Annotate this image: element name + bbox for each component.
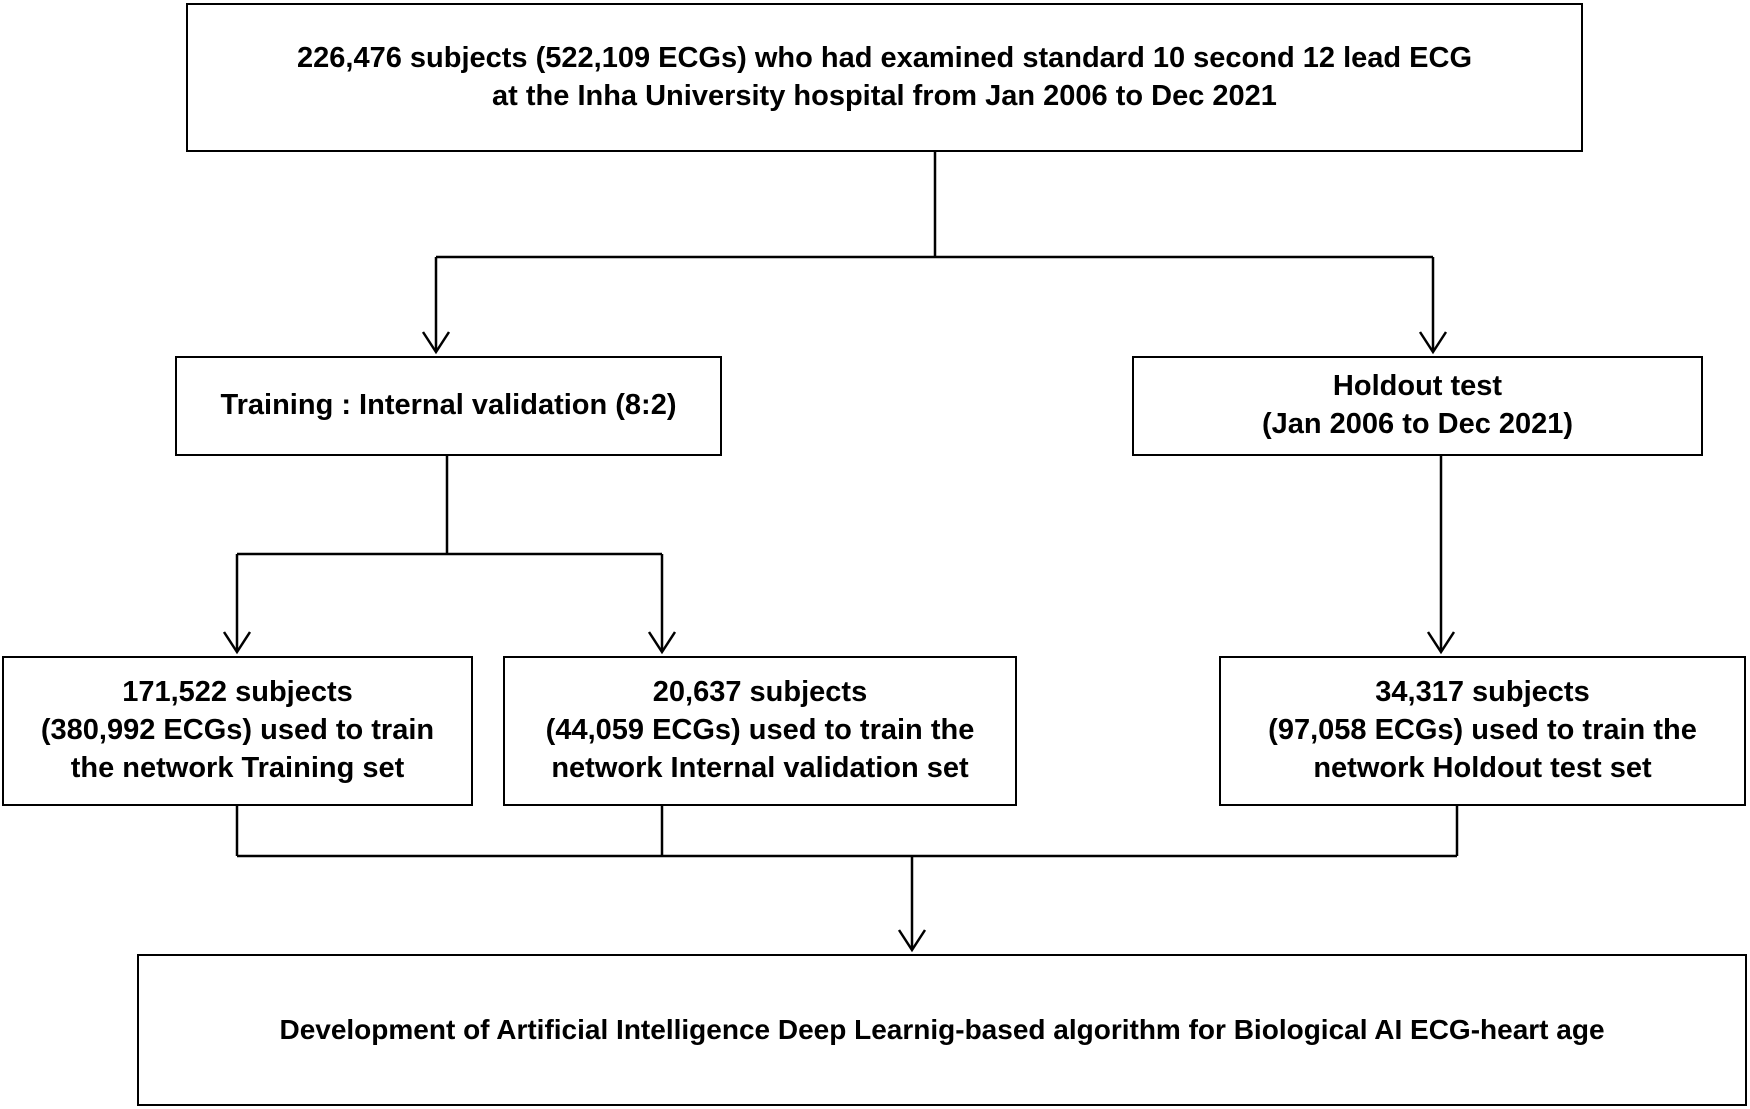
source-population-box: 226,476 subjects (522,109 ECGs) who had …: [186, 3, 1583, 152]
outcome-box: Development of Artificial Intelligence D…: [137, 954, 1747, 1106]
source-population-line2: at the Inha University hospital from Jan…: [492, 79, 1277, 112]
arrowhead-holdout-split: [1418, 331, 1448, 355]
holdout-split-line2: (Jan 2006 to Dec 2021): [1261, 408, 1574, 440]
validation-set-box: 20,637 subjects (44,059 ECGs) used to tr…: [503, 656, 1017, 806]
holdout-split-line1: Holdout test: [1332, 370, 1503, 403]
holdout-split-box: Holdout test (Jan 2006 to Dec 2021): [1132, 356, 1703, 456]
validation-set-line3: network Internal validation set: [551, 751, 969, 784]
training-set-line2: (380,992 ECGs) used to train: [40, 714, 435, 747]
training-set-box: 171,522 subjects (380,992 ECGs) used to …: [2, 656, 473, 806]
arrowhead-training-split: [421, 331, 451, 355]
validation-set-line2: (44,059 ECGs) used to train the: [545, 714, 975, 747]
holdout-set-line2: (97,058 ECGs) used to train the: [1268, 714, 1697, 747]
arrowhead-training-set: [222, 631, 252, 655]
holdout-set-line1: 34,317 subjects: [1375, 676, 1590, 709]
arrowhead-outcome: [897, 929, 927, 953]
training-validation-split-box: Training : Internal validation (8:2): [175, 356, 722, 456]
holdout-set-line3: network Holdout test set: [1313, 751, 1652, 784]
training-validation-split-label: Training : Internal validation (8:2): [220, 389, 677, 422]
outcome-label: Development of Artificial Intelligence D…: [279, 1013, 1605, 1045]
source-population-line1: 226,476 subjects (522,109 ECGs) who had …: [297, 41, 1472, 74]
training-set-line1: 171,522 subjects: [122, 676, 353, 709]
arrowhead-validation-set: [647, 631, 677, 655]
training-set-line3: the network Training set: [70, 751, 405, 784]
holdout-set-box: 34,317 subjects (97,058 ECGs) used to tr…: [1219, 656, 1746, 806]
arrowhead-holdout-set: [1426, 631, 1456, 655]
validation-set-line1: 20,637 subjects: [652, 676, 868, 709]
